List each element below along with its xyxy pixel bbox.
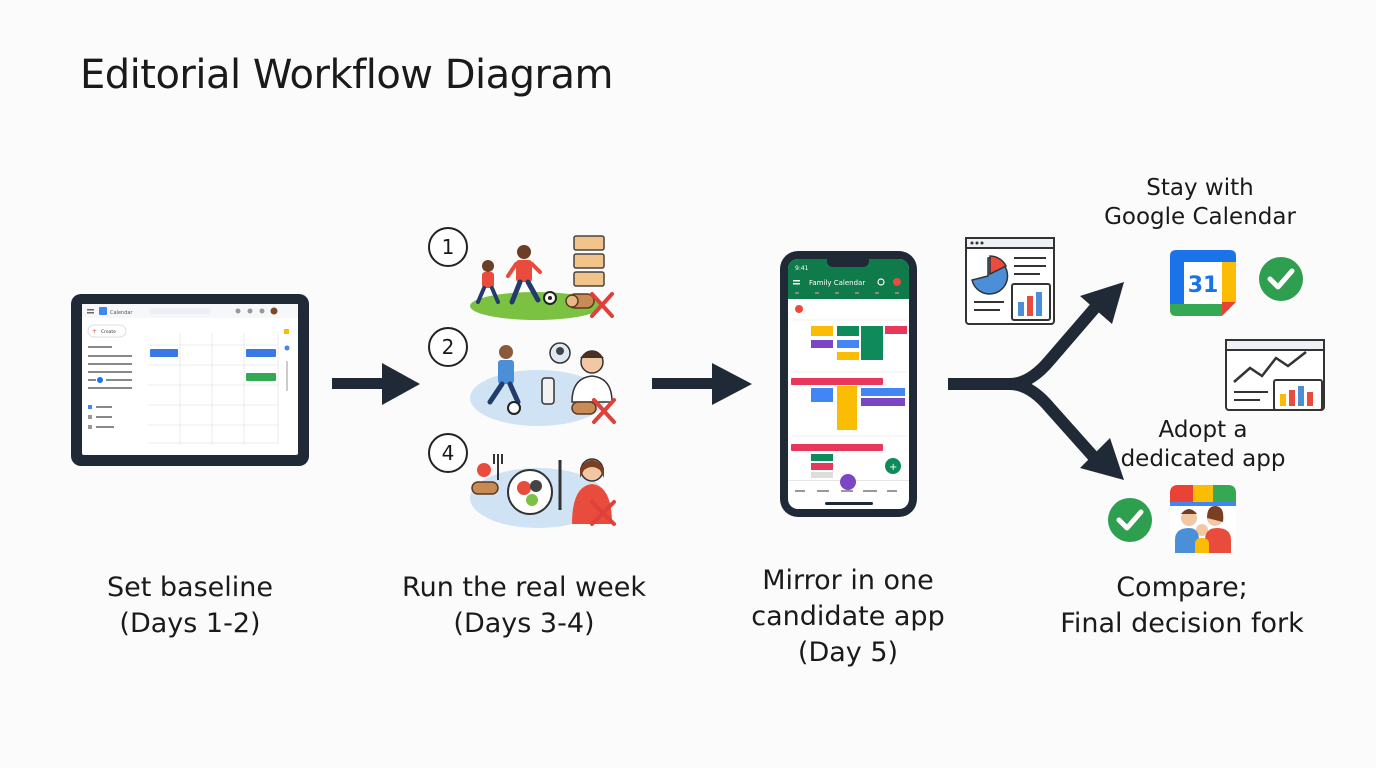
step-3-line3: (Day 5): [797, 637, 899, 668]
family-meal-activity-icon: [470, 454, 616, 528]
svg-text:+: +: [92, 328, 97, 335]
step-3-line2: candidate app: [751, 601, 945, 632]
trend-chart-icon: [1225, 339, 1325, 411]
step-1-line1: Set baseline: [106, 572, 273, 603]
step-2-line2: (Days 3-4): [453, 608, 595, 639]
soccer-activity-icon: [470, 235, 614, 320]
activity-number-4: 4: [428, 433, 468, 473]
step-2-caption: Run the real week (Days 3-4): [400, 570, 648, 642]
activity-number-1: 1: [428, 227, 468, 267]
step-3-line1: Mirror in one: [762, 565, 934, 596]
branch-stay-line1: Stay with: [1146, 175, 1254, 201]
phone-app-title: Family Calendar: [809, 279, 865, 287]
phone-time: 9:41: [795, 265, 809, 272]
step-3-caption: Mirror in one candidate app (Day 5): [740, 563, 956, 671]
step-4-caption: Compare; Final decision fork: [1058, 570, 1306, 642]
page-title: Editorial Workflow Diagram: [80, 52, 613, 98]
stay-check-icon: [1259, 257, 1303, 301]
adopt-check-icon: [1108, 498, 1152, 542]
family-app-icon: [1170, 485, 1236, 553]
google-calendar-icon-text: 31: [1188, 273, 1219, 298]
branch-adopt-line2: dedicated app: [1120, 446, 1286, 472]
step-1-line2: (Days 1-2): [119, 608, 261, 639]
branch-stay-line2: Google Calendar: [1104, 204, 1296, 230]
doctor-appointment-activity-icon: [470, 342, 616, 426]
flow-arrow-2: [652, 363, 752, 405]
tablet-calendar-illustration: Calendar Create +: [71, 294, 309, 466]
tablet-app-name: Calendar: [110, 310, 133, 316]
step-1-caption: Set baseline (Days 1-2): [80, 570, 300, 642]
step-4-line1: Compare;: [1116, 572, 1248, 603]
branch-adopt-line1: Adopt a: [1158, 417, 1248, 443]
tablet-create-label: Create: [101, 329, 116, 335]
step-4-line2: Final decision fork: [1060, 608, 1304, 639]
phone-calendar-app-illustration: 9:41 Family Calendar +: [780, 251, 917, 517]
branch-stay-label: Stay with Google Calendar: [1100, 174, 1300, 232]
step-2-line1: Run the real week: [402, 572, 646, 603]
svg-text:+: +: [889, 462, 897, 473]
activity-number-2: 2: [428, 327, 468, 367]
flow-arrow-1: [332, 363, 420, 405]
report-dashboard-icon: [965, 237, 1055, 325]
decision-fork-arrow: [948, 282, 1124, 480]
google-calendar-icon: 31: [1170, 250, 1236, 316]
branch-adopt-label: Adopt a dedicated app: [1100, 416, 1306, 474]
